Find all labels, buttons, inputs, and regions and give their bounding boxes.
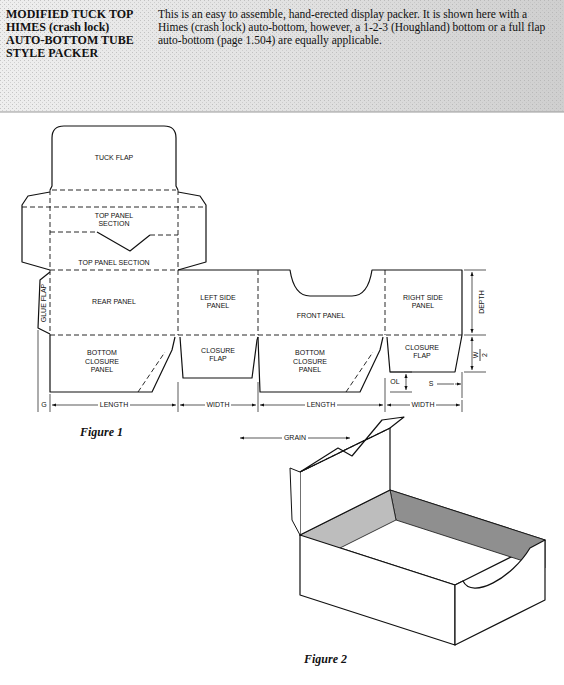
panel-label: TUCK FLAP — [84, 154, 144, 163]
dimension-label: 2 — [481, 353, 490, 357]
dimension-label: DEPTH — [478, 290, 487, 314]
panel-label: LEFT SIDE PANEL — [198, 294, 238, 311]
panel-label: RIGHT SIDE PANEL — [403, 294, 443, 311]
dimension-label: LENGTH — [305, 401, 337, 409]
dimension-lines — [38, 270, 486, 438]
dimension-label: WIDTH — [205, 401, 232, 409]
grain-label: GRAIN — [282, 434, 308, 442]
panel-label: REAR PANEL — [89, 298, 139, 307]
panel-label: BOTTOM CLOSURE PANEL — [285, 349, 335, 375]
panel-label: CLOSURE FLAP — [195, 347, 241, 364]
dimension-label: WIDTH — [410, 401, 437, 409]
dimension-label: S — [427, 380, 436, 388]
dieline-folds — [22, 190, 462, 392]
dimension-label: LENGTH — [98, 401, 130, 409]
panel-label: CLOSURE FLAP — [399, 344, 445, 361]
box-illustration — [290, 417, 545, 645]
header-band — [0, 0, 564, 112]
dimension-label: W — [472, 352, 481, 359]
figure-caption: Figure 2 — [304, 652, 347, 667]
description: This is an easy to assemble, hand-erecte… — [158, 8, 558, 47]
dieline-cuts — [22, 126, 462, 392]
page-title: MODIFIED TUCK TOP HIMES (crash lock) AUT… — [6, 8, 146, 60]
panel-label: TOP PANEL SECTION — [90, 212, 138, 229]
dimension-label: G — [39, 401, 48, 409]
panel-label: TOP PANEL SECTION — [54, 259, 174, 268]
panel-label: FRONT PANEL — [276, 312, 366, 321]
panel-label: BOTTOM CLOSURE PANEL — [77, 349, 127, 375]
panel-label: GLUE FLAP — [40, 284, 49, 323]
figure-caption: Figure 1 — [80, 425, 123, 440]
dimension-label: OL — [388, 378, 401, 386]
